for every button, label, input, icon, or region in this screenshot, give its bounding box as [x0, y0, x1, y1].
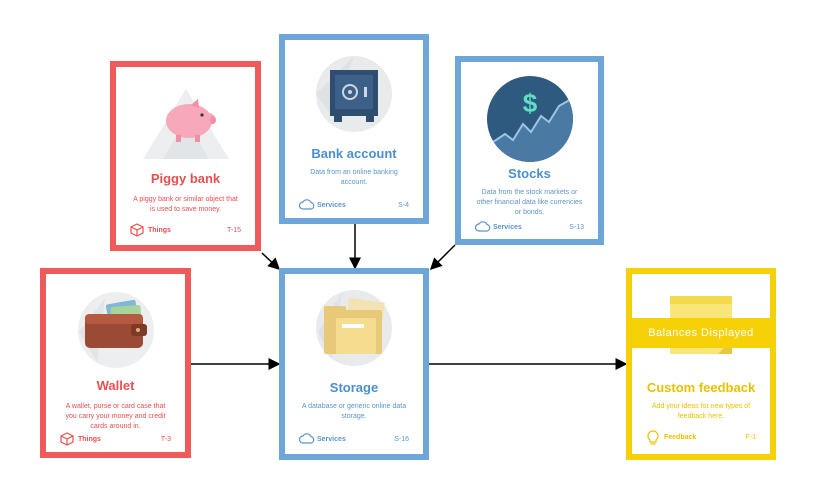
- card-description: A wallet, purse or card case that you ca…: [65, 403, 166, 430]
- cloud-icon: [299, 199, 315, 210]
- wallet-icon: [75, 292, 157, 368]
- card-title: Custom feedback: [646, 380, 756, 395]
- category-label: Things: [148, 227, 171, 234]
- card-title: Piggy bank: [150, 171, 221, 186]
- card-footer: Feedback F-1: [646, 430, 756, 446]
- card-wallet[interactable]: Wallet A wallet, purse or card case that…: [40, 268, 191, 458]
- arrow-stocks-to-storage: [429, 244, 456, 271]
- dollar-chart-icon: $: [486, 76, 573, 162]
- card-description: Data from the stock markets or other fin…: [476, 189, 583, 216]
- card-footer: Things T-3: [60, 432, 171, 448]
- card-code: T-3: [160, 436, 171, 443]
- card-footer: Things T-15: [130, 223, 241, 239]
- card-code: S-16: [394, 436, 409, 443]
- card-description: Add your ideas for new types of feedback…: [651, 403, 751, 420]
- safe-icon: [312, 56, 396, 132]
- cube-icon: [60, 432, 74, 446]
- card-code: F-1: [745, 434, 757, 441]
- category-label: Services: [317, 202, 346, 209]
- card-description: A database or generic online data storag…: [301, 403, 407, 420]
- card-description: A piggy bank or similar object that is u…: [133, 196, 238, 213]
- card-stocks[interactable]: $ Stocks Data from the stock markets or …: [455, 56, 604, 245]
- piggy-bank-icon: [142, 89, 229, 159]
- folder-icon: [312, 288, 396, 368]
- category-label: Services: [493, 224, 522, 231]
- category-label: Things: [78, 436, 101, 443]
- cloud-icon: [299, 433, 315, 444]
- svg-text:$: $: [522, 88, 537, 118]
- card-bank-account[interactable]: Bank account Data from an online banking…: [279, 34, 429, 224]
- cloud-icon: [475, 221, 491, 232]
- card-custom-feedback[interactable]: Balances Displayed Custom feedback Add y…: [626, 268, 776, 460]
- card-description: Data from an online banking account.: [310, 169, 398, 186]
- card-footer: Services S-16: [299, 432, 409, 448]
- feedback-banner: Balances Displayed: [632, 318, 770, 348]
- card-footer: Services S-13: [475, 220, 584, 236]
- arrow-piggy-to-storage: [261, 252, 281, 271]
- card-footer: Services S-4: [299, 198, 409, 214]
- card-code: T-15: [226, 227, 241, 234]
- card-piggy-bank[interactable]: Piggy bank A piggy bank or similar objec…: [110, 61, 261, 251]
- card-title: Bank account: [311, 146, 397, 161]
- card-code: S-4: [398, 202, 409, 209]
- card-storage[interactable]: Storage A database or generic online dat…: [279, 268, 429, 460]
- category-label: Feedback: [664, 434, 697, 441]
- lightbulb-icon: [647, 430, 659, 445]
- card-title: Storage: [329, 380, 379, 395]
- cube-icon: [130, 223, 144, 237]
- category-label: Services: [317, 436, 346, 443]
- card-title: Stocks: [508, 166, 551, 181]
- card-title: Wallet: [96, 378, 135, 393]
- card-code: S-13: [569, 224, 584, 231]
